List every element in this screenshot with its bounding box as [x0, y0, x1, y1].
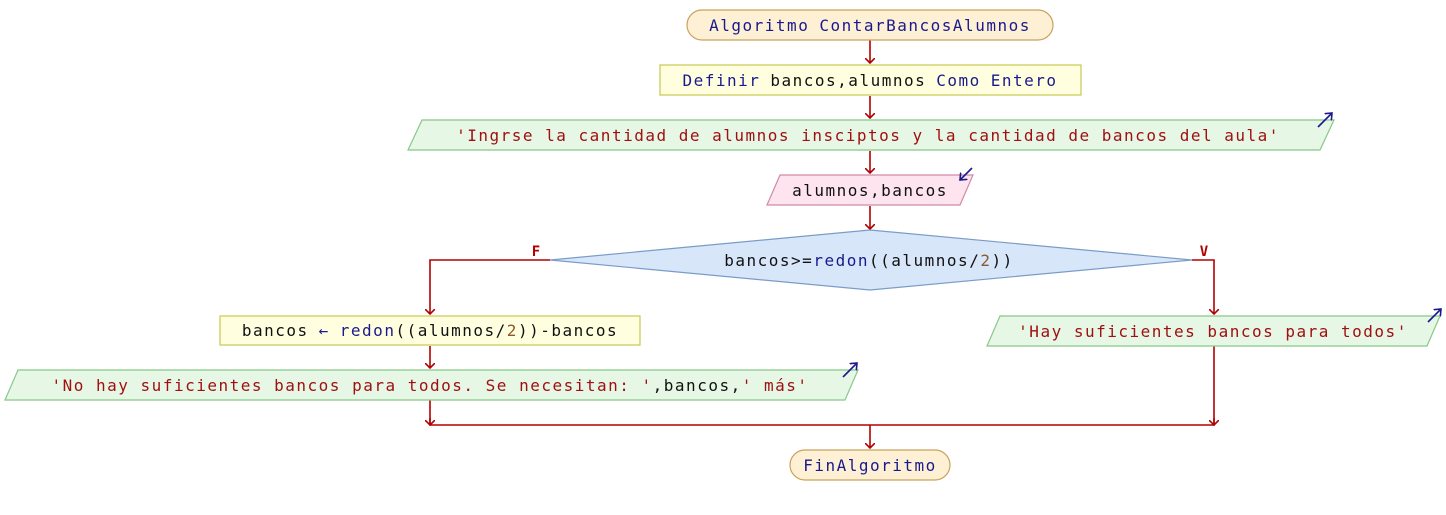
- flow-merge: [429, 346, 1215, 426]
- output-prompt: 'Ingrse la cantidad de alumnos insciptos…: [407, 113, 1335, 151]
- output-not-enough: 'No hay suficientes bancos para todos. S…: [4, 363, 859, 401]
- flow-lines: [430, 40, 1214, 448]
- output-prompt-shape: [407, 119, 1335, 151]
- end-text: FinAlgoritmo: [803, 456, 937, 475]
- decision-shape: [549, 229, 1193, 291]
- decision-arg: alumnos: [891, 251, 969, 270]
- decision: bancos>=redon((alumnos/2)) F V: [532, 229, 1209, 291]
- output-arrow-icon: [1317, 113, 1332, 128]
- output-enough-text: 'Hay suficientes bancos para todos': [1018, 322, 1408, 341]
- output-not-enough-var: ,bancos,: [653, 376, 742, 395]
- decision-fn: redon: [813, 251, 869, 270]
- output-not-enough-text: 'No hay suficientes bancos para todos. S…: [51, 376, 808, 395]
- flow-false-branch: [430, 259, 550, 314]
- assign-arrow: ←: [319, 321, 330, 340]
- assign-open: ((: [395, 321, 417, 340]
- decision-slash: /: [969, 251, 980, 270]
- assign-arg: alumnos: [418, 321, 496, 340]
- false-label: F: [532, 244, 540, 260]
- decision-op: >=: [791, 251, 813, 270]
- end-terminal: FinAlgoritmo: [789, 449, 951, 481]
- output-not-enough-shape: [4, 369, 859, 401]
- assign-fn: redon: [340, 321, 396, 340]
- define-vars: bancos,alumnos: [770, 71, 926, 90]
- decision-var: bancos: [724, 251, 791, 270]
- assign-num: 2: [507, 321, 518, 340]
- input-read: alumnos,bancos: [766, 167, 974, 206]
- decision-num: 2: [980, 251, 991, 270]
- assign-slash: /: [496, 321, 507, 340]
- output-prompt-text: 'Ingrse la cantidad de alumnos insciptos…: [456, 126, 1280, 145]
- decision-open: ((: [869, 251, 891, 270]
- assign-text: bancos ← redon((alumnos/2))-bancos: [242, 321, 618, 340]
- assign-var: bancos: [242, 321, 309, 340]
- output-not-enough-arrow-icon: [842, 363, 857, 378]
- input-text: alumnos,bancos: [792, 181, 948, 200]
- start-terminal: Algoritmo ContarBancosAlumnos: [686, 9, 1054, 41]
- end-shape: [789, 449, 951, 481]
- output-enough-arrow-icon: [1427, 309, 1441, 323]
- define-keyword: Definir: [682, 71, 760, 90]
- output-not-enough-str1: 'No hay suficientes bancos para todos. S…: [51, 376, 652, 395]
- assign-shape: [219, 315, 641, 346]
- start-shape: [686, 9, 1054, 41]
- output-enough: 'Hay suficientes bancos para todos': [986, 309, 1441, 347]
- define-text: Definir bancos,alumnos Como Entero: [682, 71, 1057, 90]
- assign-close: )): [518, 321, 540, 340]
- true-label: V: [1200, 244, 1209, 260]
- define-como: Como: [936, 71, 981, 90]
- define-type: Entero: [991, 71, 1058, 90]
- start-keyword: Algoritmo: [709, 16, 809, 35]
- start-algorithm-name: ContarBancosAlumnos: [819, 16, 1031, 35]
- input-shape: [766, 174, 974, 206]
- assign-rest: -bancos: [540, 321, 618, 340]
- flow-true-branch: [1192, 259, 1214, 314]
- define-shape: [659, 64, 1082, 96]
- input-arrow-icon: [960, 167, 973, 180]
- decision-close: )): [991, 251, 1013, 270]
- define-process: Definir bancos,alumnos Como Entero: [659, 64, 1082, 96]
- assign-process: bancos ← redon((alumnos/2))-bancos: [219, 315, 641, 346]
- start-text: Algoritmo ContarBancosAlumnos: [709, 16, 1031, 35]
- output-enough-shape: [986, 315, 1441, 347]
- output-not-enough-str2: ' más': [742, 376, 809, 395]
- decision-text: bancos>=redon((alumnos/2)): [724, 251, 1013, 270]
